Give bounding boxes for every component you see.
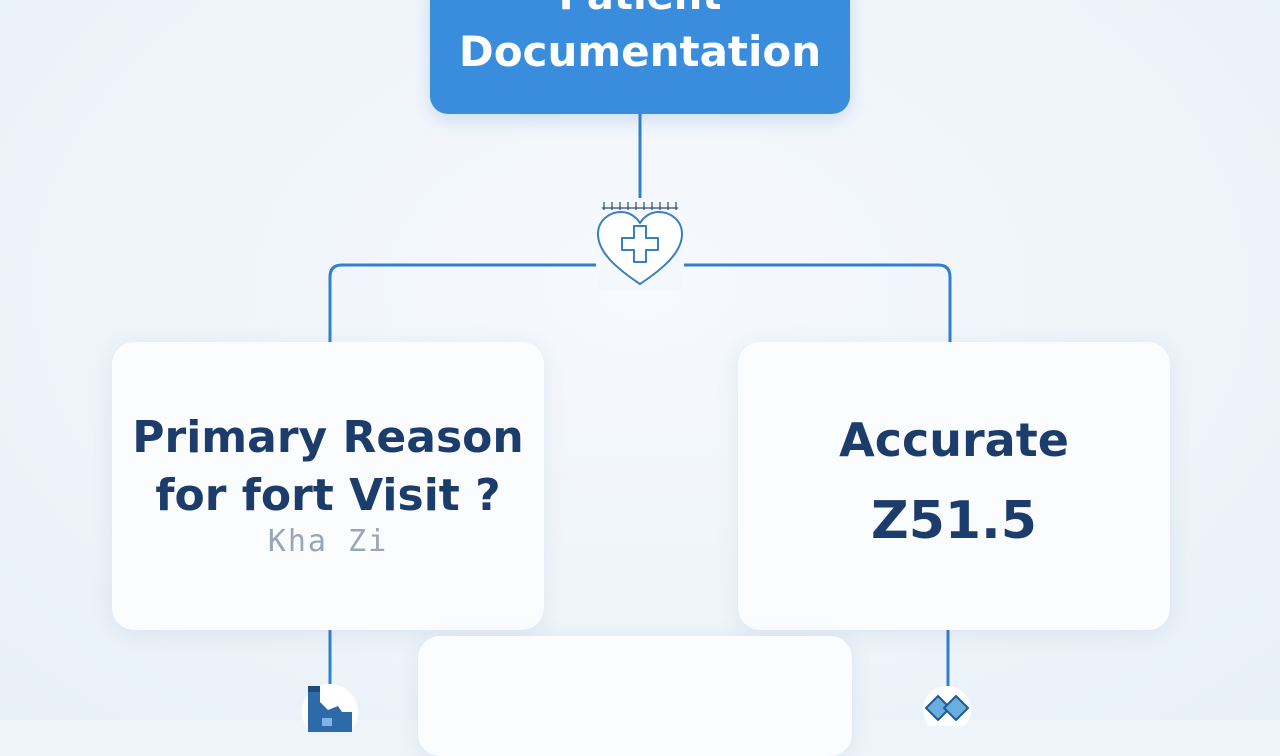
heart-medical-cross-icon (594, 196, 686, 292)
left-card-title-line2: for fort Visit ? (155, 470, 501, 521)
primary-reason-card (112, 342, 544, 630)
node-title-line1: Patient (430, 0, 850, 20)
right-card-code: Z51.5 (870, 491, 1037, 551)
connector-branch-left (328, 263, 596, 342)
left-card-title-line1: Primary Reason (132, 412, 524, 463)
connector-lines (328, 114, 952, 690)
right-card-title: Accurate (839, 413, 1069, 467)
diamond-shapes-icon (908, 686, 986, 734)
accurate-code-card (738, 342, 1170, 630)
connector-branch-right (684, 263, 952, 342)
bottom-card (418, 636, 852, 756)
node-title-line2: Documentation (458, 27, 822, 76)
patient-documentation-node: Patient Documentation (430, 0, 850, 114)
medical-bottle-icon (298, 682, 362, 740)
left-card-subtext: Kha Zi (267, 524, 389, 559)
